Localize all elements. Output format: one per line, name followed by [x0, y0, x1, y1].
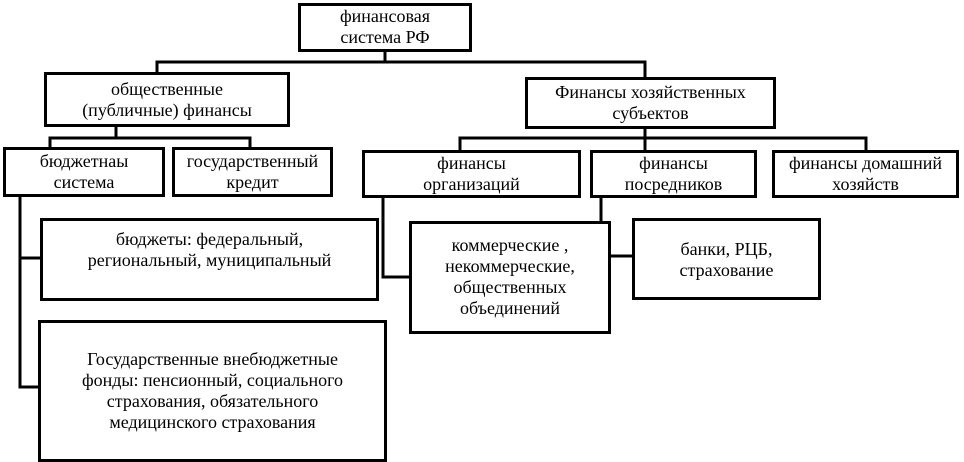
- node-text-line: система РФ: [340, 27, 430, 47]
- node-text-line: региональный, муниципальный: [87, 250, 332, 270]
- node-extrabudgetary-funds: Государственные внебюджетные фонды: пенс…: [38, 320, 387, 462]
- node-text-line: система: [53, 172, 115, 192]
- node-budgets: бюджеты: федеральный, региональный, муни…: [40, 218, 379, 301]
- node-financial-system: финансовая система РФ: [298, 3, 472, 52]
- node-text-line: банки, РЦБ,: [680, 239, 773, 259]
- node-text-line: бюджеты: федеральный,: [115, 229, 304, 249]
- node-text-line: (публичные) финансы: [82, 99, 252, 120]
- connector-root-business: [383, 60, 647, 79]
- node-state-credit: государственный кредит: [172, 147, 333, 197]
- node-text-line: некоммерческие,: [445, 256, 575, 276]
- node-text-line: бюджетнаы: [39, 151, 129, 171]
- connector-business-house: [643, 136, 868, 152]
- node-budget-system: бюджетнаы система: [3, 147, 165, 197]
- connector-org-commerce: [381, 196, 411, 279]
- node-text-line: организаций: [423, 174, 520, 194]
- node-public-finance: общественные (публичные) финансы: [44, 72, 290, 127]
- node-text-line: общественные: [110, 78, 224, 99]
- connector-business-org: [458, 127, 647, 152]
- node-text-line: страхование: [679, 260, 774, 280]
- node-text-line: финансы домашний: [789, 153, 942, 173]
- node-household-finance: финансы домашний хозяйств: [772, 150, 959, 198]
- node-text-line: общественных: [453, 277, 567, 297]
- node-text-line: субъектов: [612, 103, 689, 123]
- node-text-line: объединений: [459, 298, 561, 318]
- connector-public-budget: [48, 125, 118, 149]
- connector-root-public: [155, 50, 387, 74]
- node-text-line: посредников: [624, 174, 723, 194]
- node-organization-types: коммерческие , некоммерческие, обществен…: [409, 221, 611, 334]
- node-text-line: государственный: [186, 151, 319, 171]
- node-text-line: финансовая: [339, 6, 431, 26]
- node-text-line: фонды: пенсионный, социального: [81, 370, 344, 390]
- connector-public-credit: [114, 136, 252, 149]
- node-text-line: страхования, обязательного: [106, 391, 319, 411]
- node-org-finance: финансы организаций: [362, 150, 581, 198]
- node-text-line: финансы: [437, 153, 506, 173]
- node-text-line: медицинского страхования: [109, 412, 316, 432]
- node-business-finance: Финансы хозяйственных субъектов: [525, 77, 776, 129]
- node-text-line: кредит: [226, 172, 279, 192]
- node-text-line: хозяйств: [832, 174, 899, 194]
- node-text-line: финансы: [639, 153, 708, 173]
- node-text-line: Финансы хозяйственных: [555, 82, 746, 102]
- node-text-line: коммерческие ,: [451, 235, 569, 255]
- node-text-line: Государственные внебюджетные: [87, 349, 338, 369]
- connector-budget-budgets: [18, 195, 40, 389]
- node-intermediary-finance: финансы посредников: [590, 150, 757, 198]
- node-intermediaries: банки, РЦБ, страхование: [632, 218, 821, 300]
